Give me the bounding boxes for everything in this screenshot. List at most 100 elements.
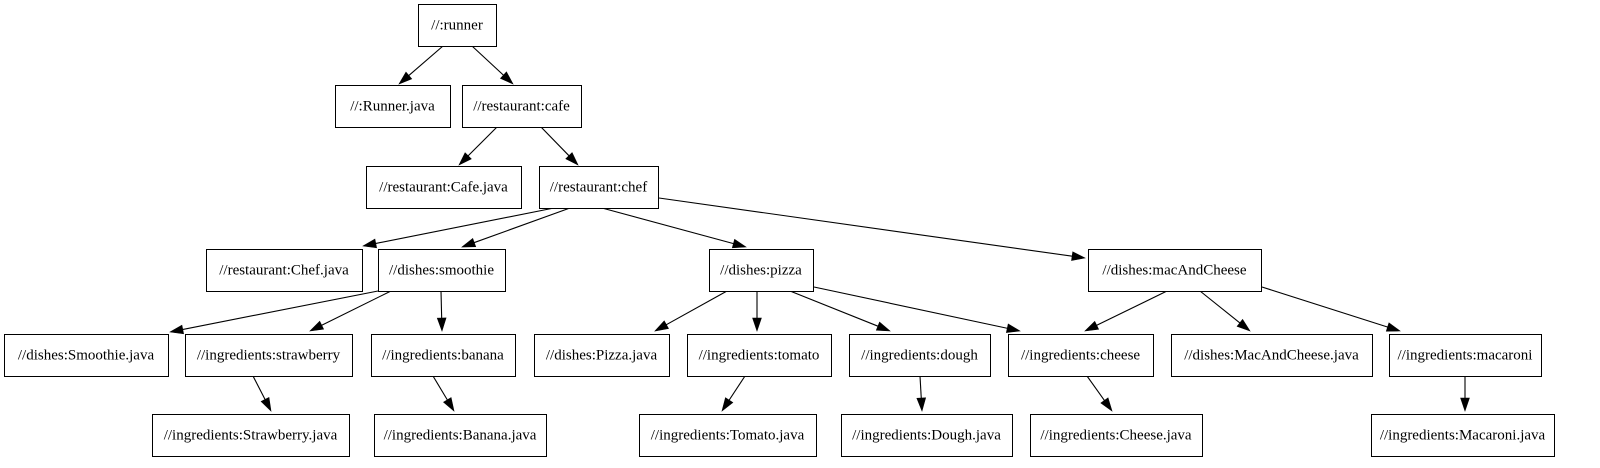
node-label: //ingredients:Cheese.java — [1040, 427, 1192, 443]
node-label: //dishes:Smoothie.java — [18, 347, 155, 363]
node-box[interactable] — [849, 334, 991, 377]
node-box[interactable] — [462, 85, 582, 128]
graph-node[interactable]: //ingredients:Macaroni.java — [1371, 414, 1555, 457]
edge-arrowhead-icon — [398, 71, 413, 85]
graph-edge — [1086, 375, 1113, 412]
edge-line — [407, 45, 444, 77]
node-label: //restaurant:chef — [550, 179, 647, 195]
graph-node[interactable]: //ingredients:Dough.java — [841, 414, 1013, 457]
edge-arrowhead-icon — [721, 397, 734, 412]
node-box[interactable] — [539, 166, 659, 209]
node-box[interactable] — [1371, 414, 1555, 457]
edge-arrowhead-icon — [1460, 397, 1470, 412]
graph-node[interactable]: //restaurant:chef — [539, 166, 659, 209]
graph-node[interactable]: //dishes:pizza — [709, 249, 814, 292]
node-box[interactable] — [4, 334, 169, 377]
graph-node[interactable]: //ingredients:macaroni — [1389, 334, 1542, 377]
graph-edge — [398, 45, 444, 85]
node-label: //ingredients:Strawberry.java — [164, 427, 338, 443]
edge-line — [320, 290, 392, 327]
edge-arrowhead-icon — [654, 320, 669, 332]
graph-edge — [658, 197, 1086, 261]
graph-node[interactable]: //ingredients:Banana.java — [374, 414, 547, 457]
edge-line — [471, 45, 505, 77]
edge-line — [1261, 286, 1389, 328]
graph-node[interactable]: //ingredients:banana — [371, 334, 516, 377]
edge-line — [440, 290, 443, 320]
edge-line — [789, 290, 880, 328]
graph-node[interactable]: //ingredients:dough — [849, 334, 991, 377]
node-box[interactable] — [1088, 249, 1262, 292]
node-box[interactable] — [185, 334, 353, 377]
graph-node[interactable]: //ingredients:Cheese.java — [1030, 414, 1203, 457]
node-box[interactable] — [709, 249, 814, 292]
edge-arrowhead-icon — [169, 324, 184, 335]
graph-edge — [432, 375, 455, 412]
node-label: //:runner — [431, 17, 483, 33]
node-box[interactable] — [206, 249, 363, 292]
graph-node[interactable]: //dishes:Pizza.java — [534, 334, 670, 377]
graph-edge — [916, 375, 927, 412]
edge-arrowhead-icon — [1071, 251, 1086, 261]
edge-line — [1095, 290, 1168, 327]
edge-arrowhead-icon — [916, 397, 927, 412]
node-box[interactable] — [366, 166, 522, 209]
graph-node[interactable]: //ingredients:Tomato.java — [639, 414, 817, 457]
graph-node[interactable]: //dishes:MacAndCheese.java — [1171, 334, 1373, 377]
node-box[interactable] — [1171, 334, 1373, 377]
edge-arrowhead-icon — [1100, 397, 1113, 412]
node-box[interactable] — [687, 334, 832, 377]
edge-arrowhead-icon — [362, 238, 377, 249]
node-label: //ingredients:Tomato.java — [651, 427, 805, 443]
graph-node[interactable]: //restaurant:cafe — [462, 85, 582, 128]
edges-layer — [169, 45, 1470, 412]
graph-node[interactable]: //ingredients:tomato — [687, 334, 832, 377]
node-label: //restaurant:cafe — [473, 98, 570, 114]
edge-line — [374, 207, 555, 245]
node-box[interactable] — [639, 414, 817, 457]
graph-node[interactable]: //dishes:macAndCheese — [1088, 249, 1262, 292]
nodes-layer: //:runner //:Runner.java //restaurant:cafe… — [4, 4, 1555, 457]
graph-edge — [752, 291, 762, 332]
graph-node[interactable]: //:Runner.java — [335, 85, 451, 128]
graph-node[interactable]: //restaurant:Chef.java — [206, 249, 363, 292]
graph-edge — [436, 290, 447, 332]
graph-node[interactable]: //ingredients:strawberry — [185, 334, 353, 377]
node-box[interactable] — [371, 334, 516, 377]
graph-node[interactable]: //restaurant:Cafe.java — [366, 166, 522, 209]
graph-edge — [540, 126, 579, 166]
node-box[interactable] — [335, 85, 451, 128]
node-box[interactable] — [1008, 334, 1154, 377]
graph-node[interactable]: //dishes:smoothie — [378, 249, 506, 292]
graph-edge — [461, 207, 571, 248]
node-box[interactable] — [374, 414, 547, 457]
edge-line — [1199, 290, 1242, 324]
graph-node[interactable]: //ingredients:Strawberry.java — [152, 414, 350, 457]
edge-line — [601, 207, 735, 245]
graph-node[interactable]: //ingredients:cheese — [1008, 334, 1154, 377]
node-box[interactable] — [534, 334, 670, 377]
graph-node[interactable]: //:runner — [418, 4, 497, 47]
node-box[interactable] — [841, 414, 1013, 457]
node-label: //ingredients:dough — [861, 347, 978, 363]
node-box[interactable] — [1389, 334, 1542, 377]
edge-line — [467, 126, 498, 157]
node-box[interactable] — [418, 4, 497, 47]
graph-edge — [1460, 376, 1470, 412]
edge-arrowhead-icon — [499, 71, 514, 85]
graph-edge — [789, 290, 891, 332]
node-label: //dishes:macAndCheese — [1102, 262, 1246, 278]
node-label: //dishes:smoothie — [389, 262, 494, 278]
graph-edge — [252, 375, 272, 412]
edge-line — [540, 126, 571, 157]
node-box[interactable] — [378, 249, 506, 292]
node-label: //ingredients:tomato — [699, 347, 820, 363]
node-label: //ingredients:cheese — [1021, 347, 1140, 363]
node-box[interactable] — [152, 414, 350, 457]
edge-arrowhead-icon — [875, 321, 891, 332]
node-box[interactable] — [1030, 414, 1203, 457]
graph-edge — [721, 375, 746, 412]
graph-node[interactable]: //dishes:Smoothie.java — [4, 334, 169, 377]
edge-arrowhead-icon — [752, 317, 762, 332]
